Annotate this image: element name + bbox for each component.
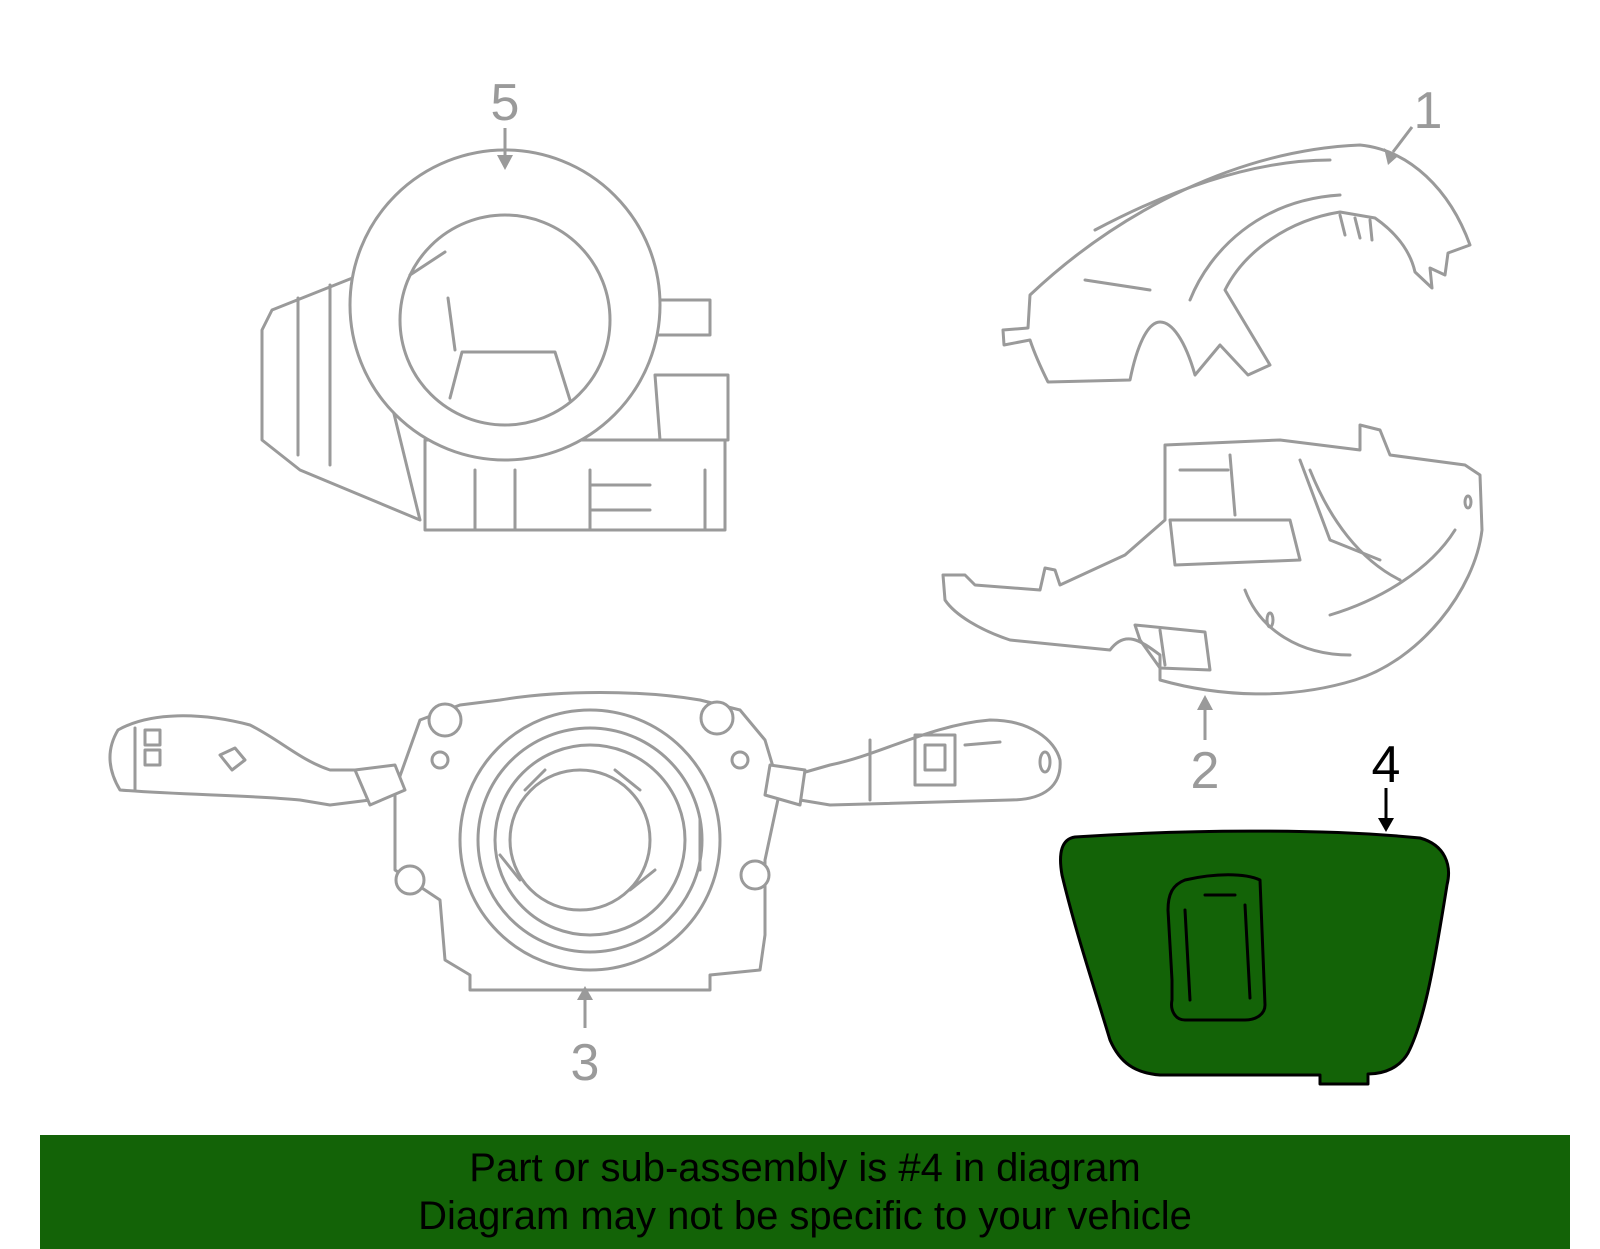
part-2-lower-column-cover[interactable] bbox=[941, 423, 1484, 696]
info-banner: Part or sub-assembly is #4 in diagram Di… bbox=[40, 1135, 1570, 1249]
part-1-upper-column-cover[interactable] bbox=[1001, 143, 1472, 384]
callout-3-label: 3 bbox=[571, 1034, 600, 1092]
callout-3: 3 bbox=[571, 986, 600, 1092]
callout-4-label: 4 bbox=[1372, 736, 1401, 794]
part-5-ring-unit[interactable] bbox=[260, 148, 730, 532]
callout-2-label: 2 bbox=[1191, 742, 1220, 800]
callout-5-label: 5 bbox=[491, 74, 520, 132]
callout-1: 1 bbox=[1384, 82, 1442, 165]
callout-5: 5 bbox=[491, 74, 520, 170]
callout-1-label: 1 bbox=[1414, 82, 1443, 140]
part-3-combination-switch[interactable] bbox=[108, 691, 1062, 992]
callout-2: 2 bbox=[1191, 695, 1220, 800]
banner-line-part-number: Part or sub-assembly is #4 in diagram bbox=[469, 1146, 1141, 1190]
part-4-trim-cover[interactable] bbox=[1059, 829, 1450, 1086]
banner-line-disclaimer: Diagram may not be specific to your vehi… bbox=[418, 1194, 1192, 1238]
callout-4: 4 bbox=[1372, 736, 1401, 832]
